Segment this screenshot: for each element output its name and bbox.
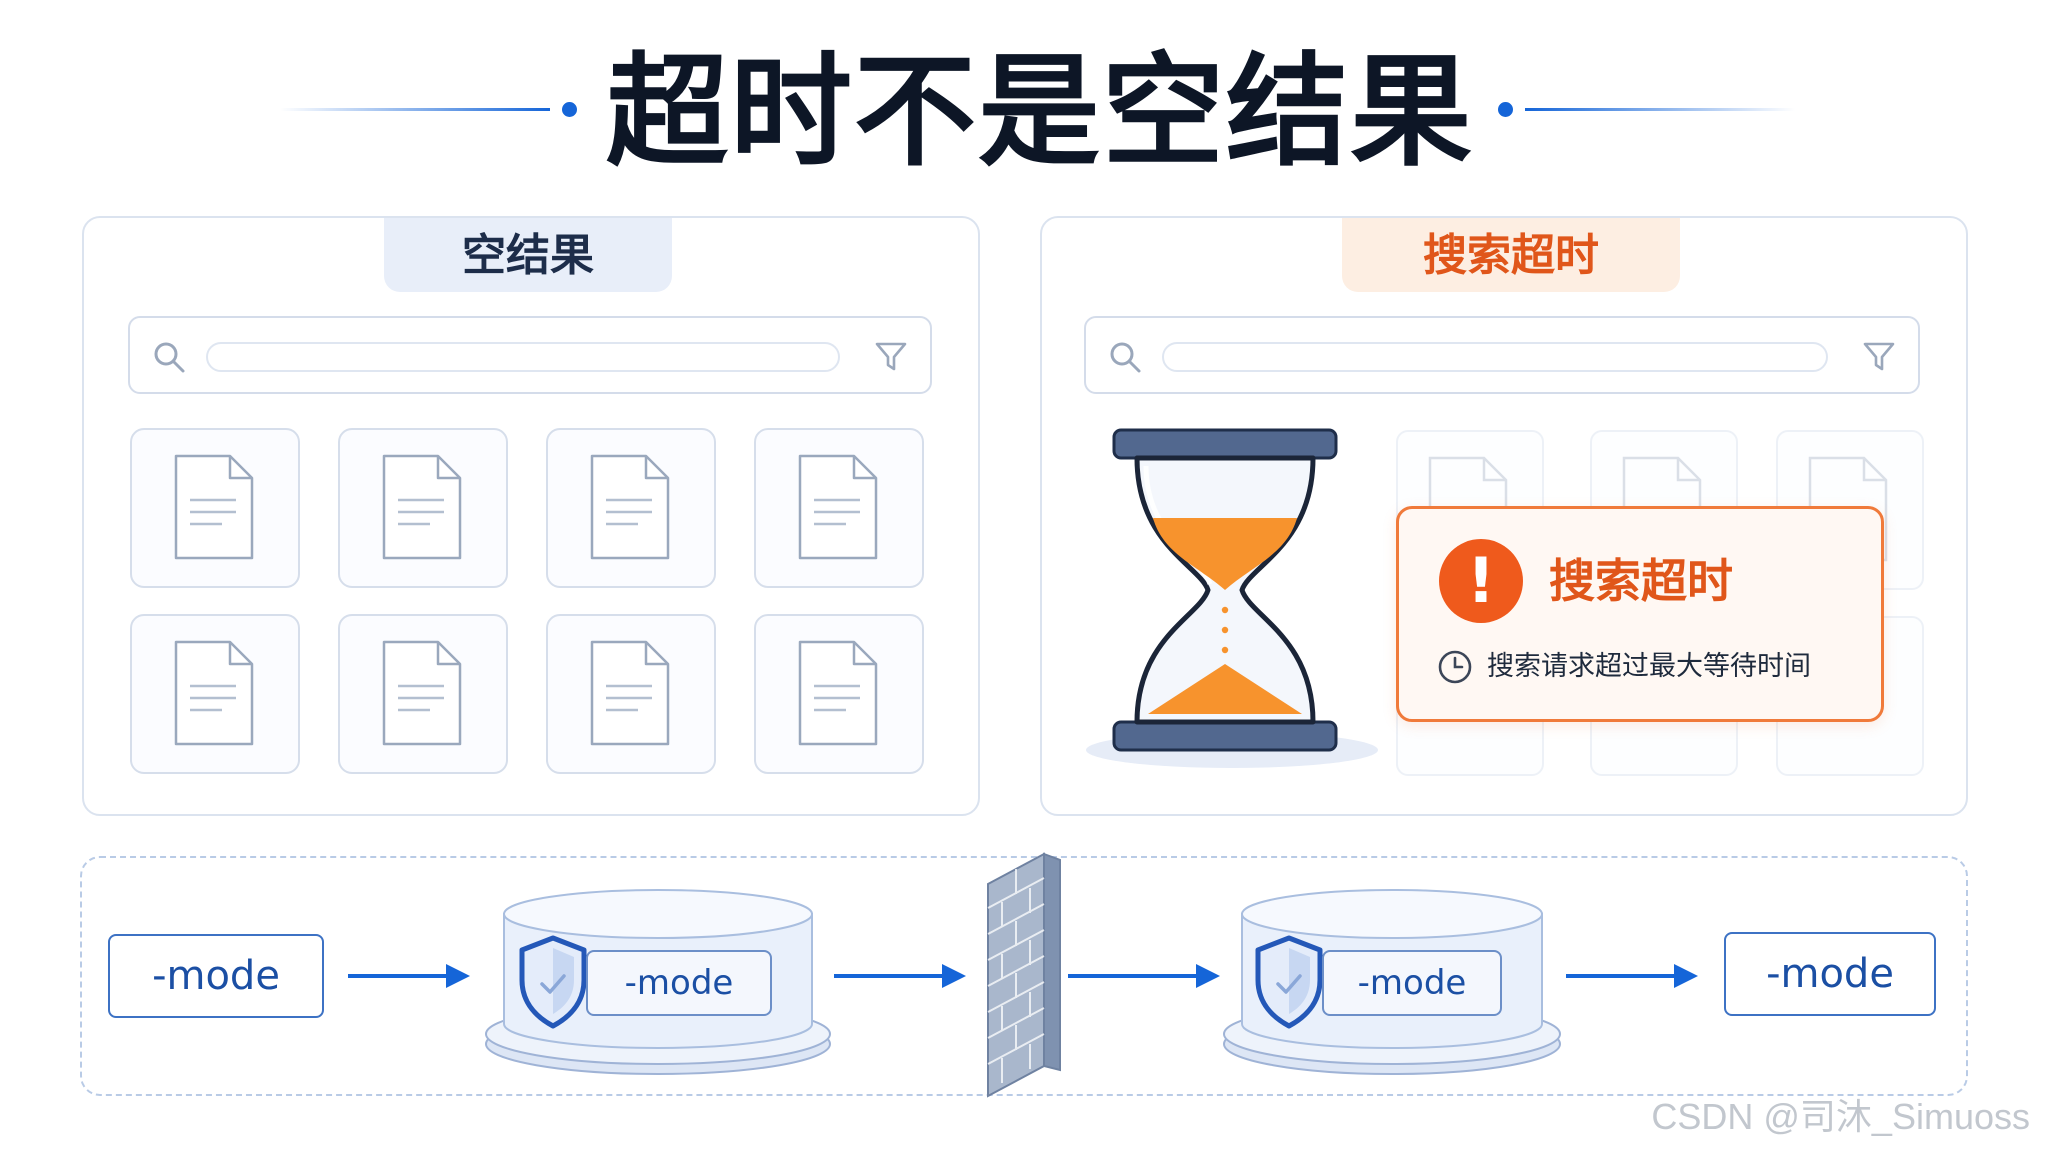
search-input[interactable] (1162, 342, 1828, 372)
document-card (754, 428, 924, 588)
shield-icon (1255, 935, 1323, 1029)
title-line-right (1525, 108, 1795, 111)
document-card (754, 614, 924, 774)
filter-icon[interactable] (1862, 340, 1896, 374)
clock-icon (1438, 650, 1472, 684)
search-bar[interactable] (1084, 316, 1920, 394)
search-icon (154, 342, 185, 373)
filter-icon[interactable] (874, 340, 908, 374)
document-icon (174, 640, 254, 746)
title-dot-left (562, 102, 577, 117)
document-icon (590, 454, 670, 560)
mode-node-start: -mode (108, 934, 324, 1018)
search-input[interactable] (206, 342, 840, 372)
hourglass-icon (1086, 428, 1378, 768)
title-dot-right (1498, 102, 1513, 117)
empty-result-panel: 空结果 (82, 216, 980, 816)
mode-node-end: -mode (1724, 932, 1936, 1016)
alert-icon: ! (1439, 539, 1523, 623)
document-card (338, 428, 508, 588)
timeout-alert: ! 搜索超时 搜索请求超过最大等待时间 (1396, 506, 1884, 722)
mode-node-secure-2: -mode (1322, 950, 1502, 1016)
title-line-left (280, 108, 550, 111)
arrow-right-icon (834, 964, 966, 988)
search-icon (1110, 342, 1141, 373)
document-card (546, 428, 716, 588)
arrow-right-icon (1566, 964, 1698, 988)
document-icon (590, 640, 670, 746)
alert-message: 搜索请求超过最大等待时间 (1487, 651, 1811, 682)
search-bar[interactable] (128, 316, 932, 394)
document-card (546, 614, 716, 774)
arrow-right-icon (348, 964, 470, 988)
document-icon (174, 454, 254, 560)
document-card (130, 428, 300, 588)
document-icon (382, 454, 462, 560)
empty-result-tag: 空结果 (384, 218, 672, 292)
mode-node-secure-1: -mode (586, 950, 772, 1016)
shield-icon (519, 935, 587, 1029)
document-icon (798, 640, 878, 746)
search-timeout-panel: 搜索超时 (1040, 216, 1968, 816)
arrow-right-icon (1068, 964, 1220, 988)
firewall-icon (987, 852, 1061, 1098)
main-title: 超时不是空结果 (606, 41, 1474, 183)
document-card (338, 614, 508, 774)
flow-container (80, 856, 1968, 1096)
search-timeout-tag: 搜索超时 (1342, 218, 1680, 292)
document-card (130, 614, 300, 774)
document-icon (798, 454, 878, 560)
watermark: CSDN @司沐_Simuoss (1651, 1096, 2030, 1137)
document-icon (382, 640, 462, 746)
alert-title: 搜索超时 (1549, 554, 1733, 608)
